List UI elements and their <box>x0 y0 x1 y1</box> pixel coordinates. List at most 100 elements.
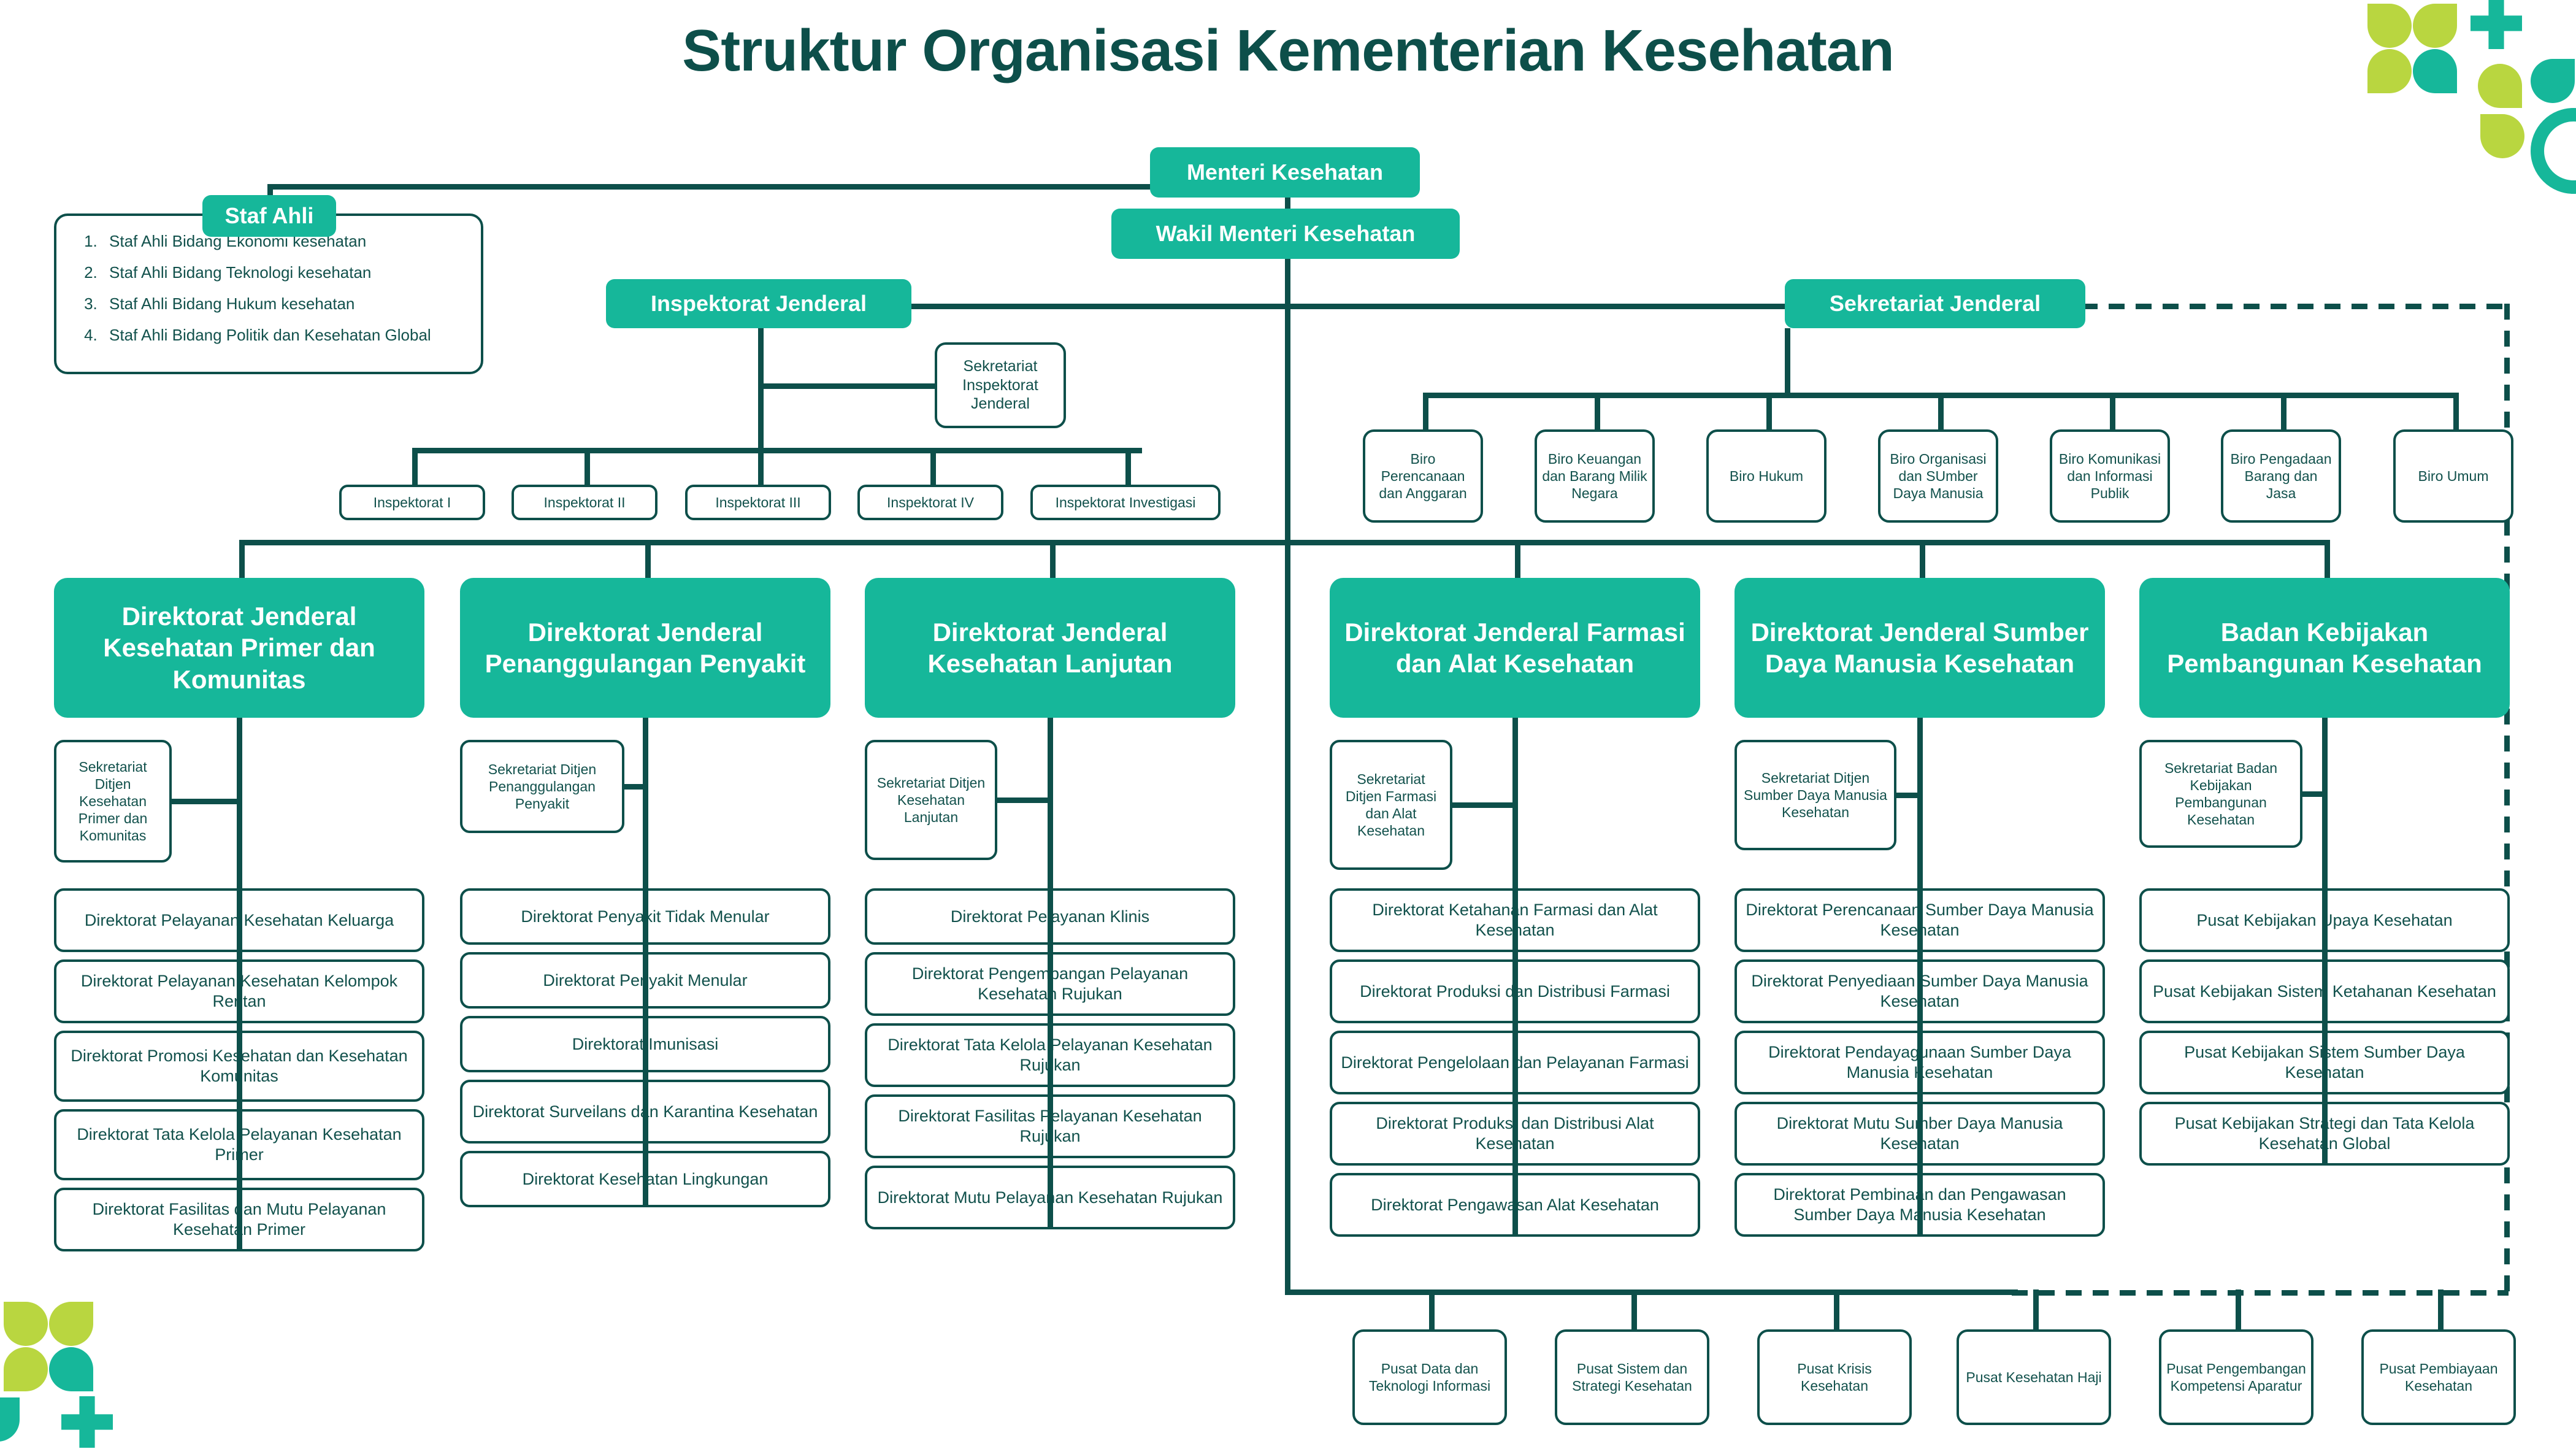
staf-ahli-item: Staf Ahli Bidang Hukum kesehatan <box>102 294 481 313</box>
connector-column-spine <box>643 718 648 1207</box>
ring-shape <box>2531 108 2576 194</box>
node-inspektorat-jenderal[interactable]: Inspektorat Jenderal <box>606 279 911 328</box>
connector-pusat-bus <box>1285 1289 2018 1295</box>
node-wakil-menteri-kesehatan[interactable]: Wakil Menteri Kesehatan <box>1111 209 1460 259</box>
connector-sekretariat-stub <box>172 799 242 804</box>
node-ditjen-header[interactable]: Direktorat Jenderal Penanggulangan Penya… <box>460 578 830 718</box>
dashed-connector-horizontal <box>1785 304 2509 309</box>
connector-insp3 <box>758 448 764 486</box>
connector-insp5 <box>1125 448 1131 486</box>
connector-menteri-wakil <box>1285 192 1290 217</box>
node-ditjen-header[interactable]: Direktorat Jenderal Sumber Daya Manusia … <box>1735 578 2105 718</box>
node-inspektorat-unit[interactable]: Inspektorat Investigasi <box>1030 485 1221 520</box>
node-pusat[interactable]: Pusat Kesehatan Haji <box>1957 1329 2111 1425</box>
connector-biro5 <box>2110 393 2115 429</box>
petal-shape <box>49 1302 93 1346</box>
connector-sekjen-branch <box>1285 304 1785 309</box>
node-biro[interactable]: Biro Komunikasi dan Informasi Publik <box>2050 429 2170 523</box>
node-biro[interactable]: Biro Keuangan dan Barang Milik Negara <box>1535 429 1655 523</box>
staf-ahli-list: Staf Ahli Bidang Ekonomi kesehatanStaf A… <box>56 216 481 345</box>
connector-sekretariat-stub <box>1452 802 1518 808</box>
connector-biro4 <box>1938 393 1944 429</box>
node-inspektorat-unit[interactable]: Inspektorat III <box>685 485 831 520</box>
connector-insp2 <box>585 448 590 486</box>
node-sekretariat-inspektorat-jenderal[interactable]: Sekretariat Inspektorat Jenderal <box>935 342 1066 428</box>
connector-column-spine <box>1512 718 1518 1237</box>
connector-pusat1 <box>1429 1289 1435 1329</box>
connector-biro6 <box>2281 393 2287 429</box>
node-biro[interactable]: Biro Pengadaan Barang dan Jasa <box>2221 429 2341 523</box>
connector-ditjen-bus <box>239 540 2325 545</box>
cross-shape <box>61 1396 113 1448</box>
petal-shape <box>2480 114 2524 158</box>
node-pusat[interactable]: Pusat Data dan Teknologi Informasi <box>1352 1329 1507 1425</box>
node-biro[interactable]: Biro Perencanaan dan Anggaran <box>1363 429 1483 523</box>
connector-irjen-bus <box>412 448 1142 453</box>
node-sekretariat-ditjen[interactable]: Sekretariat Ditjen Farmasi dan Alat Kese… <box>1330 740 1452 870</box>
connector-biro3 <box>1766 393 1772 429</box>
connector-pusat2 <box>1631 1289 1637 1329</box>
node-inspektorat-unit[interactable]: Inspektorat I <box>339 485 485 520</box>
connector-insp4 <box>930 448 936 486</box>
node-sekretariat-jenderal[interactable]: Sekretariat Jenderal <box>1785 279 2085 328</box>
connector-pusat3 <box>1834 1289 1839 1329</box>
node-sekretariat-ditjen[interactable]: Sekretariat Ditjen Sumber Daya Manusia K… <box>1735 740 1896 850</box>
connector-col1-drop <box>239 540 245 578</box>
staf-ahli-badge[interactable]: Staf Ahli <box>202 195 336 237</box>
staf-ahli-item: Staf Ahli Bidang Politik dan Kesehatan G… <box>102 326 481 345</box>
connector-column-spine <box>1917 718 1923 1237</box>
decor-bottom-left <box>0 1296 196 1449</box>
connector-sekjen-down <box>1785 328 1790 396</box>
node-sekretariat-ditjen[interactable]: Sekretariat Ditjen Penanggulangan Penyak… <box>460 740 624 833</box>
connector-biro2 <box>1595 393 1600 429</box>
node-biro[interactable]: Biro Hukum <box>1706 429 1827 523</box>
connector-inspektorat-branch <box>910 304 1287 309</box>
connector-sekretariat-stub <box>624 784 648 790</box>
staf-ahli-panel: Staf Ahli Bidang Ekonomi kesehatanStaf A… <box>54 213 483 374</box>
dashed-connector-vertical <box>2504 304 2510 1294</box>
node-pusat[interactable]: Pusat Pembiayaan Kesehatan <box>2361 1329 2516 1425</box>
connector-irjen-down <box>758 328 764 486</box>
connector-sekretariat-stub <box>1896 793 1923 798</box>
connector-main-spine <box>1285 258 1290 1294</box>
connector-insp1 <box>412 448 418 486</box>
node-ditjen-header[interactable]: Direktorat Jenderal Farmasi dan Alat Kes… <box>1330 578 1700 718</box>
node-sekretariat-ditjen[interactable]: Sekretariat Ditjen Kesehatan Primer dan … <box>54 740 172 863</box>
connector-col5-drop <box>1920 540 1925 578</box>
node-ditjen-header[interactable]: Direktorat Jenderal Kesehatan Lanjutan <box>865 578 1235 718</box>
connector-column-spine <box>1048 718 1053 1229</box>
node-ditjen-header[interactable]: Direktorat Jenderal Kesehatan Primer dan… <box>54 578 424 718</box>
connector-sekretariat-stub <box>2302 791 2328 797</box>
connector-biro1 <box>1423 393 1428 429</box>
connector-col2-drop <box>645 540 651 578</box>
node-ditjen-header[interactable]: Badan Kebijakan Pembangunan Kesehatan <box>2139 578 2510 718</box>
connector-col3-drop <box>1050 540 1056 578</box>
connector-pusat6 <box>2438 1289 2444 1329</box>
staf-ahli-item: Staf Ahli Bidang Teknologi kesehatan <box>102 263 481 282</box>
node-sekretariat-ditjen[interactable]: Sekretariat Ditjen Kesehatan Lanjutan <box>865 740 997 860</box>
petal-shape <box>49 1347 93 1391</box>
connector-col4-drop <box>1515 540 1520 578</box>
node-menteri-kesehatan[interactable]: Menteri Kesehatan <box>1150 147 1420 198</box>
connector-irjen-sekre <box>758 383 935 389</box>
node-inspektorat-unit[interactable]: Inspektorat IV <box>857 485 1003 520</box>
connector-biro7 <box>2453 393 2459 429</box>
node-pusat[interactable]: Pusat Pengembangan Kompetensi Aparatur <box>2159 1329 2313 1425</box>
node-sekretariat-ditjen[interactable]: Sekretariat Badan Kebijakan Pembangunan … <box>2139 740 2302 848</box>
node-pusat[interactable]: Pusat Sistem dan Strategi Kesehatan <box>1555 1329 1709 1425</box>
petal-shape <box>0 1397 20 1442</box>
node-biro[interactable]: Biro Organisasi dan SUmber Daya Manusia <box>1878 429 1998 523</box>
petal-shape <box>4 1302 48 1346</box>
node-biro[interactable]: Biro Umum <box>2393 429 2513 523</box>
connector-pusat5 <box>2236 1289 2241 1329</box>
dashed-connector-bottom <box>2012 1290 2509 1296</box>
connector-col6-drop <box>2325 540 2330 578</box>
node-inspektorat-unit[interactable]: Inspektorat II <box>512 485 657 520</box>
connector-column-spine <box>237 718 242 1251</box>
connector-column-spine <box>2322 718 2328 1166</box>
page-title: Struktur Organisasi Kementerian Kesehata… <box>682 18 1895 83</box>
connector-pusat4 <box>2033 1289 2039 1329</box>
connector-menteri-bus <box>267 184 1288 190</box>
node-pusat[interactable]: Pusat Krisis Kesehatan <box>1757 1329 1912 1425</box>
